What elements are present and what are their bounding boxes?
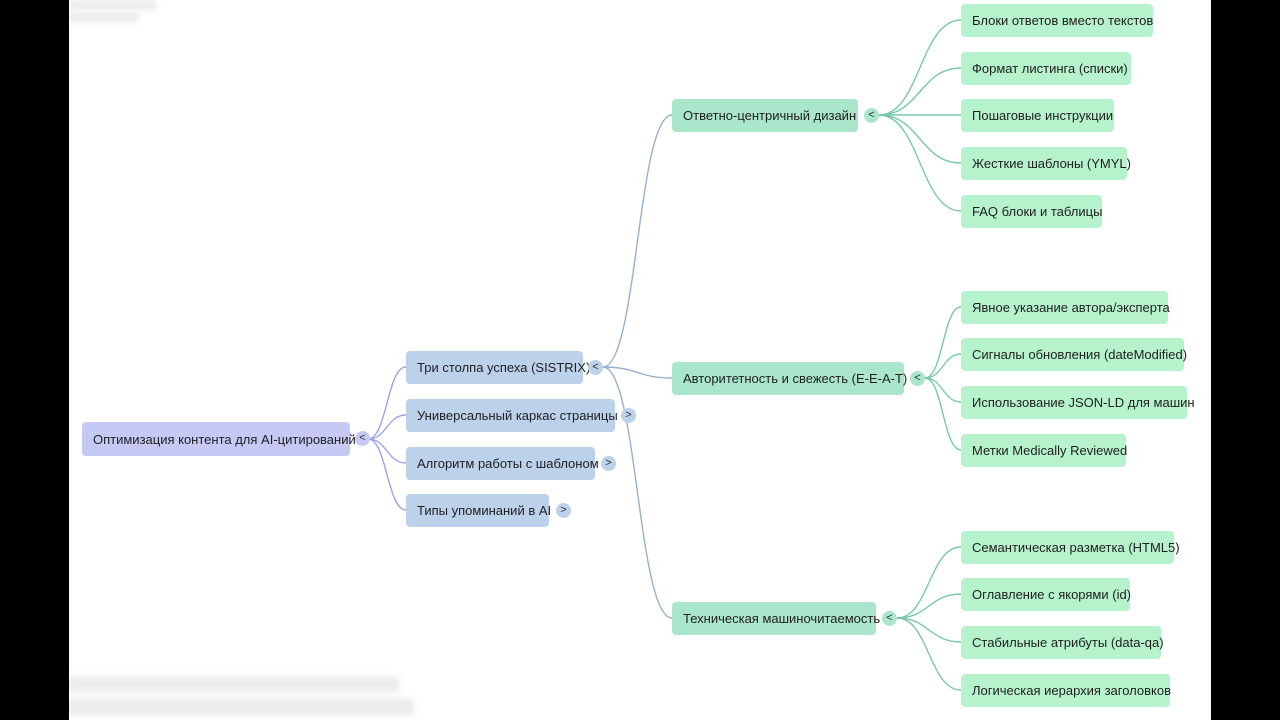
leaf-node-label: Логическая иерархия заголовков: [972, 683, 1171, 698]
leaf-node-label: Явное указание автора/эксперта: [972, 300, 1170, 315]
connector-pillar-to-leaf: [896, 617, 962, 643]
leaf-node-label: Блоки ответов вместо текстов: [972, 13, 1154, 28]
branch-expand-toggle[interactable]: >: [601, 456, 616, 471]
leaf-node-label: Пошаговые инструкции: [972, 108, 1114, 123]
leaf-node-label: Жесткие шаблоны (YMYL): [972, 156, 1131, 171]
leaf-node-label: Метки Medically Reviewed: [972, 443, 1128, 458]
connector-root-to-branch: [367, 438, 407, 511]
pillar-collapse-toggle[interactable]: <: [882, 611, 897, 626]
leaf-node[interactable]: Явное указание автора/эксперта: [961, 291, 1170, 324]
leaf-node-label: FAQ блоки и таблицы: [972, 204, 1103, 219]
leaf-node-label: Стабильные атрибуты (data-qa): [972, 635, 1164, 650]
root-collapse-toggle[interactable]: <: [355, 431, 370, 446]
pillar-node-label: Техническая машиночитаемость: [683, 611, 881, 626]
blurred-header-fragment: [69, 0, 157, 10]
connector-pillar-to-leaf: [896, 593, 962, 619]
connector-pillar-to-leaf: [896, 617, 962, 691]
branch-collapse-toggle[interactable]: <: [588, 360, 603, 375]
leaf-node-label: Использование JSON-LD для машин: [972, 395, 1195, 410]
branch-expand-toggle[interactable]: >: [621, 408, 636, 423]
branch-node-label: Три столпа успеха (SISTRIX): [417, 360, 591, 375]
branch-expand-toggle[interactable]: >: [556, 503, 571, 518]
connector-branch-to-pillar: [602, 366, 673, 619]
branch-node-three-pillars[interactable]: Три столпа успеха (SISTRIX): [406, 351, 590, 384]
branch-node-label: Типы упоминаний в AI: [417, 503, 552, 518]
leaf-node[interactable]: Жесткие шаблоны (YMYL): [961, 147, 1131, 180]
connector-pillar-to-leaf: [924, 353, 962, 379]
connector-pillar-to-leaf: [878, 114, 962, 212]
root-node-label: Оптимизация контента для AI-цитирований: [93, 431, 356, 447]
pillar-collapse-toggle[interactable]: <: [864, 108, 879, 123]
leaf-node[interactable]: Сигналы обновления (dateModified): [961, 338, 1188, 371]
leaf-node[interactable]: Метки Medically Reviewed: [961, 434, 1128, 467]
connector-pillar-to-leaf: [924, 377, 962, 451]
leaf-node[interactable]: Стабильные атрибуты (data-qa): [961, 626, 1164, 659]
pillar-collapse-toggle[interactable]: <: [910, 371, 925, 386]
branch-node-ai-mention-types[interactable]: Типы упоминаний в AI: [406, 494, 552, 527]
pillar-node-label: Ответно-центричный дизайн: [683, 108, 857, 123]
connector-pillar-to-leaf: [924, 306, 962, 379]
leaf-node[interactable]: Оглавление с якорями (id): [961, 578, 1132, 611]
blurred-header-fragment: [69, 12, 139, 22]
pillar-node-label: Авторитетность и свежесть (E-E-A-T): [683, 371, 908, 386]
branch-node-label: Алгоритм работы с шаблоном: [417, 456, 599, 471]
connector-pillar-to-leaf: [878, 114, 962, 164]
leaf-node[interactable]: Семантическая разметка (HTML5): [961, 531, 1180, 564]
root-node[interactable]: Оптимизация контента для AI-цитирований: [82, 422, 356, 456]
leaf-node-label: Формат листинга (списки): [972, 61, 1128, 76]
leaf-node[interactable]: Блоки ответов вместо текстов: [961, 4, 1153, 37]
leaf-node[interactable]: Пошаговые инструкции: [961, 99, 1114, 132]
branch-node-template-algorithm[interactable]: Алгоритм работы с шаблоном: [406, 447, 599, 480]
blurred-footer-fragment: [69, 698, 414, 716]
connector-pillar-to-leaf: [878, 19, 962, 116]
leaf-node[interactable]: Логическая иерархия заголовков: [961, 674, 1171, 707]
connector-root-to-branch: [367, 414, 407, 440]
leaf-node[interactable]: Использование JSON-LD для машин: [961, 386, 1195, 419]
leaf-node-label: Сигналы обновления (dateModified): [972, 347, 1188, 362]
pillar-node-machine-readability[interactable]: Техническая машиночитаемость: [672, 602, 880, 635]
leaf-node-label: Семантическая разметка (HTML5): [972, 540, 1180, 555]
blurred-footer-fragment: [69, 676, 399, 692]
branch-node-label: Универсальный каркас страницы: [417, 408, 618, 423]
connector-pillar-to-leaf: [878, 67, 962, 116]
leaf-node[interactable]: FAQ блоки и таблицы: [961, 195, 1102, 228]
leaf-node-label: Оглавление с якорями (id): [972, 587, 1132, 602]
pillar-node-answer-design[interactable]: Ответно-центричный дизайн: [672, 99, 858, 132]
connector-pillar-to-leaf: [896, 546, 962, 619]
connector-branch-to-pillar: [602, 366, 673, 379]
branch-node-page-framework[interactable]: Универсальный каркас страницы: [406, 399, 618, 432]
connector-branch-to-pillar: [602, 114, 673, 368]
leaf-node[interactable]: Формат листинга (списки): [961, 52, 1131, 85]
connector-root-to-branch: [367, 366, 407, 440]
pillar-node-authority-freshness[interactable]: Авторитетность и свежесть (E-E-A-T): [672, 362, 908, 395]
